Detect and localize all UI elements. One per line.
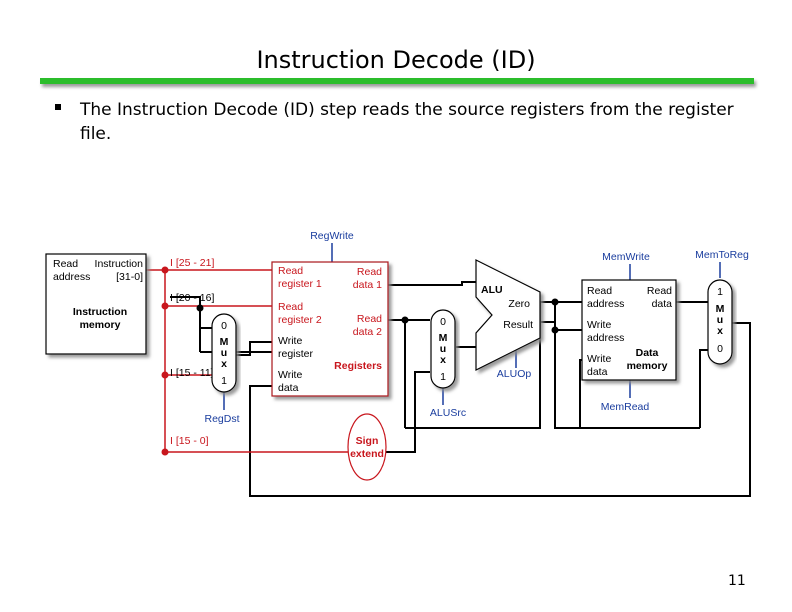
field-rd-label: I [15 - 11] xyxy=(170,367,214,379)
alu-result-label: Result xyxy=(503,319,533,331)
memread-label: MemRead xyxy=(601,401,650,413)
memtoreg-mux-1: 1 xyxy=(717,286,723,298)
reg-rdata1-l2: data 1 xyxy=(353,279,382,291)
im-range-label: [31-0] xyxy=(116,271,143,283)
alusrc-mux-x: x xyxy=(440,354,446,366)
im-read-label: Read xyxy=(53,258,78,270)
memtoreg-mux: 1 M u x 0 xyxy=(707,279,733,365)
im-name-line2: memory xyxy=(80,319,121,331)
im-instruction-label: Instruction xyxy=(95,258,144,270)
regdst-mux-x: x xyxy=(221,358,227,370)
bullet-text: The Instruction Decode (ID) step reads t… xyxy=(80,100,734,144)
regdst-mux-u: u xyxy=(221,347,227,359)
reg-write-reg-l2: register xyxy=(278,348,314,360)
reg-read1-l1: Read xyxy=(278,265,303,277)
regdst-mux-m: M xyxy=(220,336,229,348)
black-wires xyxy=(170,281,751,497)
alusrc-mux-m: M xyxy=(439,332,448,344)
sign-extend-l1: Sign xyxy=(356,435,379,447)
memtoreg-label: MemToReg xyxy=(695,249,749,261)
regdst-mux-0: 0 xyxy=(221,320,227,332)
dm-write-addr-l2: address xyxy=(587,332,624,344)
memtoreg-mux-m: M xyxy=(716,303,725,315)
alusrc-mux-u: u xyxy=(440,343,446,355)
alusrc-mux-1: 1 xyxy=(440,371,446,383)
dm-name-l1: Data xyxy=(636,347,659,359)
sign-extend: Sign extend xyxy=(347,413,387,481)
im-address-label: address xyxy=(53,271,90,283)
memtoreg-mux-0: 0 xyxy=(717,343,723,355)
bullet-icon xyxy=(55,104,61,110)
reg-rdata2-l1: Read xyxy=(357,313,382,325)
memtoreg-mux-u: u xyxy=(717,314,723,326)
reg-name-label: Registers xyxy=(334,360,382,372)
alusrc-label: ALUSrc xyxy=(430,407,466,419)
dm-write-data-l2: data xyxy=(587,366,608,378)
reg-read1-l2: register 1 xyxy=(278,278,322,290)
dm-name-l2: memory xyxy=(627,360,668,372)
reg-read2-l1: Read xyxy=(278,301,303,313)
reg-rdata1-l1: Read xyxy=(357,266,382,278)
sign-extend-l2: extend xyxy=(350,448,384,460)
register-file: Read register 1 Read register 2 Write re… xyxy=(271,261,389,397)
red-wires xyxy=(146,269,348,453)
im-name-line1: Instruction xyxy=(73,306,127,318)
field-rt-label: I [20 - 16] xyxy=(170,292,214,304)
reg-rdata2-l2: data 2 xyxy=(353,326,382,338)
alu: ALU Zero Result xyxy=(475,259,541,371)
regdst-mux-1: 1 xyxy=(221,375,227,387)
alusrc-mux: 0 M u x 1 xyxy=(430,309,456,389)
page-number: 11 xyxy=(728,573,746,589)
regdst-mux: 0 M u x 1 xyxy=(211,313,237,393)
field-imm-label: I [15 - 0] xyxy=(170,435,209,447)
regdst-label: RegDst xyxy=(204,413,239,425)
regwrite-label: RegWrite xyxy=(310,230,354,242)
alu-name: ALU xyxy=(481,284,503,296)
control-wires xyxy=(223,243,721,410)
memtoreg-mux-x: x xyxy=(717,325,723,337)
dm-read-addr-l1: Read xyxy=(587,285,612,297)
instruction-memory: Read address Instruction [31-0] Instruct… xyxy=(45,253,147,355)
reg-write-data-l2: data xyxy=(278,382,299,394)
dm-read-data-l2: data xyxy=(652,298,673,310)
reg-write-data-l1: Write xyxy=(278,369,302,381)
alusrc-mux-0: 0 xyxy=(440,316,446,328)
dm-write-addr-l1: Write xyxy=(587,319,611,331)
field-rs-label: I [25 - 21] xyxy=(170,257,214,269)
reg-read2-l2: register 2 xyxy=(278,314,322,326)
title-divider xyxy=(40,78,754,84)
data-memory: Read address Write address Write data Re… xyxy=(581,279,677,381)
dm-write-data-l1: Write xyxy=(587,353,611,365)
slide-title: Instruction Decode (ID) xyxy=(256,46,536,74)
aluop-label: ALUOp xyxy=(497,368,532,380)
alu-zero-label: Zero xyxy=(508,298,530,310)
dm-read-data-l1: Read xyxy=(647,285,672,297)
memwrite-label: MemWrite xyxy=(602,251,650,263)
junction-dots xyxy=(161,266,559,456)
dm-read-addr-l2: address xyxy=(587,298,624,310)
reg-write-reg-l1: Write xyxy=(278,335,302,347)
